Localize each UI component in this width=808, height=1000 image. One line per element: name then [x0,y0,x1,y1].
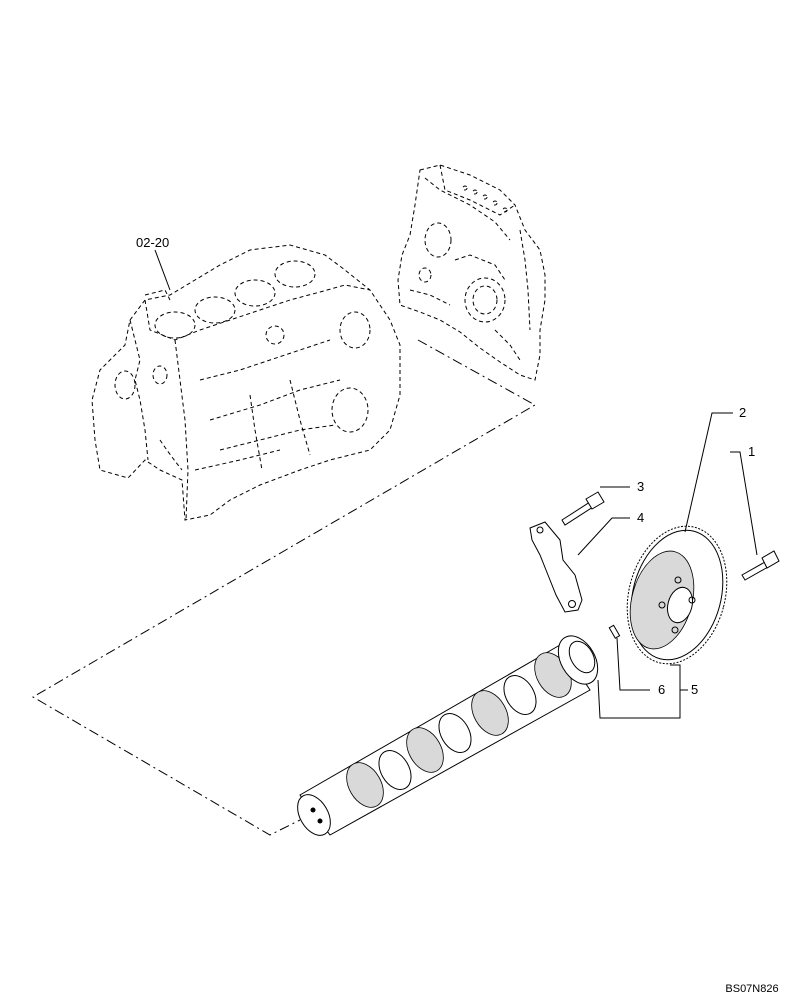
assembly-reference-label: 02-20 [136,235,169,250]
drawing-code: BS07N826 [725,983,778,995]
reference-phantom-line [32,339,537,836]
camshaft [297,635,599,836]
callout-3: 3 [637,479,644,494]
bracket [529,521,583,613]
camshaft-gear [626,525,728,665]
engine-block [91,244,401,521]
callout-4: 4 [637,510,644,525]
callout-5: 5 [691,682,698,697]
dowel-pin [608,624,621,639]
callout-6: 6 [658,682,665,697]
gear-bolt [741,550,780,581]
leader-lines [154,249,758,719]
timing-cover [397,164,546,381]
bracket-bolt [561,491,605,526]
callout-1: 1 [748,444,755,459]
callout-2: 2 [739,405,746,420]
